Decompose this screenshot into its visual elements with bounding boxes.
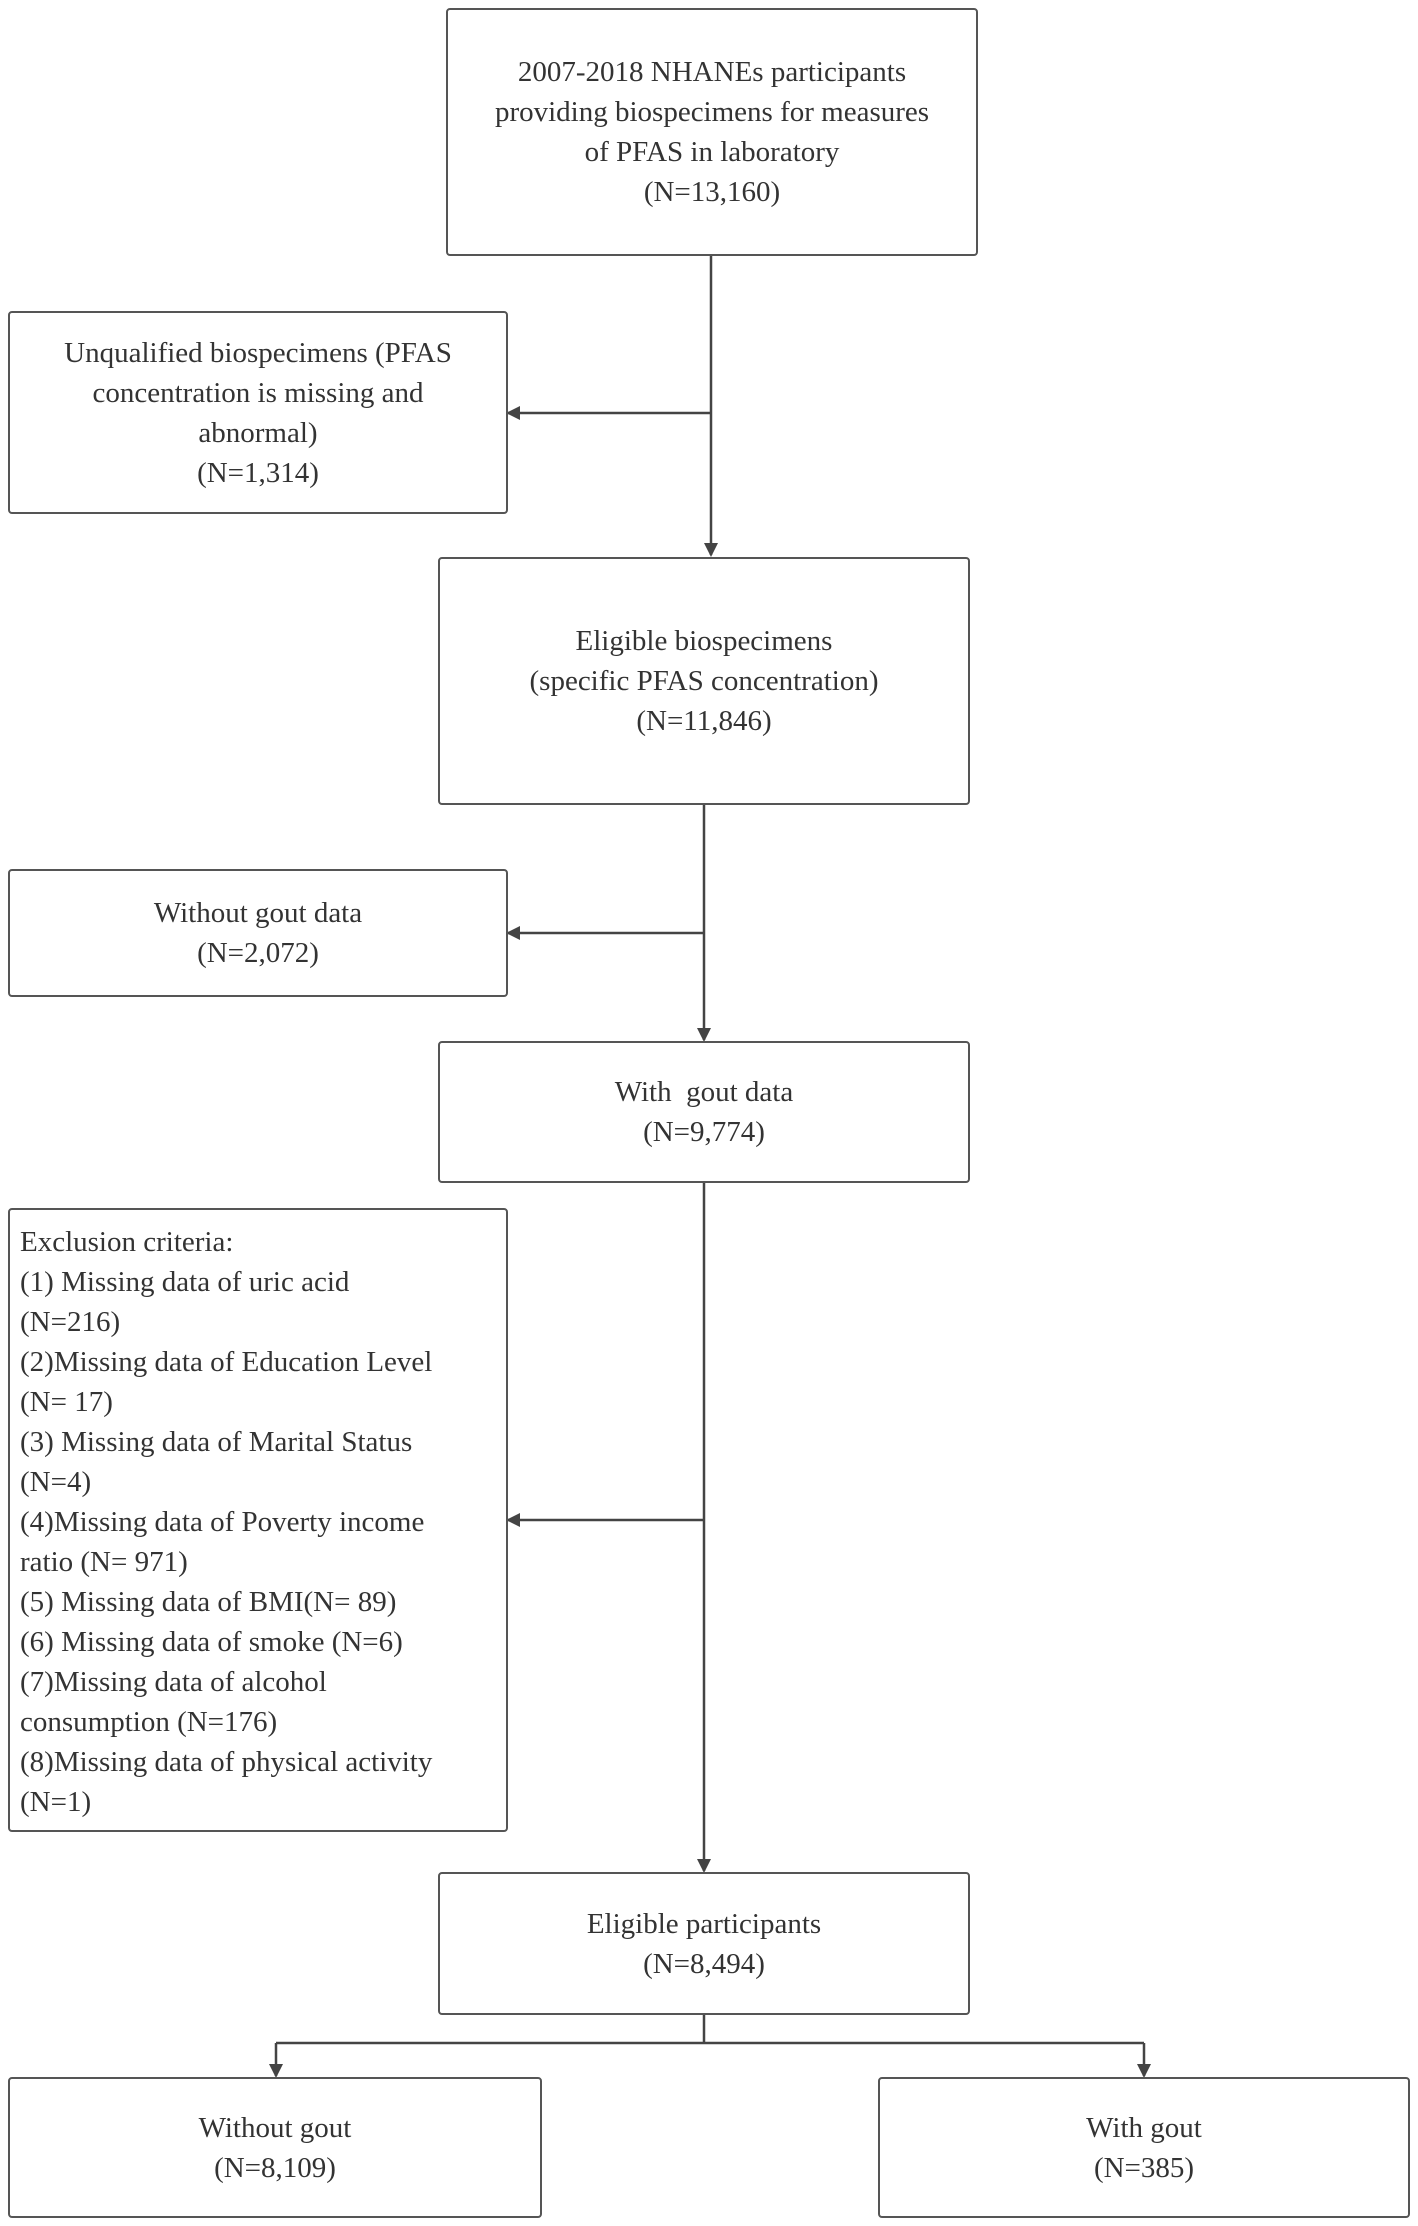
exclusion-item: ratio (N= 971) <box>20 1546 188 1578</box>
box-without-gout: Without gout (N=8,109) <box>8 2077 542 2218</box>
box-text-line: With gout <box>1086 2111 1202 2144</box>
box-nhanes-participants: 2007-2018 NHANEs participants providing … <box>446 8 978 256</box>
box-text-line: 2007-2018 NHANEs participants <box>517 56 907 88</box>
box-text-line: concentration is missing and <box>92 376 424 409</box>
box-text-line: (N=9,774) <box>643 1116 765 1148</box>
box-eligible-participants: Eligible participants (N=8,494) <box>438 1872 970 2015</box>
box-text-line: With gout data <box>614 1076 794 1108</box>
box-text-line: (N=2,072) <box>197 937 319 969</box>
exclusion-item: (1) Missing data of uric acid <box>20 1266 350 1298</box>
box-with-gout-data: With gout data (N=9,774) <box>438 1041 970 1183</box>
box-text-line: (N=13,160) <box>643 176 781 208</box>
box-text-line: abnormal) <box>198 416 318 449</box>
box-text-line: Without gout data <box>153 897 363 929</box>
box-text-line: (specific PFAS concentration) <box>529 665 879 697</box>
exclusion-item: consumption (N=176) <box>20 1706 278 1738</box>
exclusion-item: (5) Missing data of BMI(N= 89) <box>20 1586 397 1618</box>
box-text-line: (N=385) <box>1093 2151 1195 2184</box>
box-text-line: Eligible biospecimens <box>575 625 833 657</box>
box-text-line: Unqualified biospecimens (PFAS <box>64 336 452 369</box>
box-text-line: of PFAS in laboratory <box>584 136 840 168</box>
box-text-line: (N=11,846) <box>636 705 772 737</box>
box-without-gout-data: Without gout data (N=2,072) <box>8 869 508 997</box>
exclusion-item: (N=1) <box>20 1786 92 1818</box>
box-unqualified-biospecimens: Unqualified biospecimens (PFAS concentra… <box>8 311 508 514</box>
exclusion-item: (3) Missing data of Marital Status <box>20 1426 413 1458</box>
exclusion-heading: Exclusion criteria: <box>20 1226 234 1258</box>
exclusion-item: (2)Missing data of Education Level <box>20 1346 433 1378</box>
box-text-line: (N=8,494) <box>643 1947 765 1980</box>
exclusion-item: (4)Missing data of Poverty income <box>20 1506 425 1538</box>
box-text-line: providing biospecimens for measures <box>494 96 930 128</box>
box-exclusion-criteria: Exclusion criteria: (1) Missing data of … <box>8 1208 508 1832</box>
exclusion-item: (6) Missing data of smoke (N=6) <box>20 1626 403 1658</box>
exclusion-item: (7)Missing data of alcohol <box>20 1666 327 1698</box>
box-with-gout: With gout (N=385) <box>878 2077 1410 2218</box>
exclusion-item: (N=216) <box>20 1306 121 1338</box>
exclusion-item: (8)Missing data of physical activity <box>20 1746 433 1778</box>
exclusion-item: (N= 17) <box>20 1386 113 1418</box>
exclusion-item: (N=4) <box>20 1466 92 1498</box>
box-text-line: Eligible participants <box>586 1907 822 1940</box>
box-text-line: (N=1,314) <box>197 456 319 489</box>
box-eligible-biospecimens: Eligible biospecimens (specific PFAS con… <box>438 557 970 805</box>
box-text-line: (N=8,109) <box>214 2151 336 2184</box>
box-text-line: Without gout <box>198 2111 352 2144</box>
